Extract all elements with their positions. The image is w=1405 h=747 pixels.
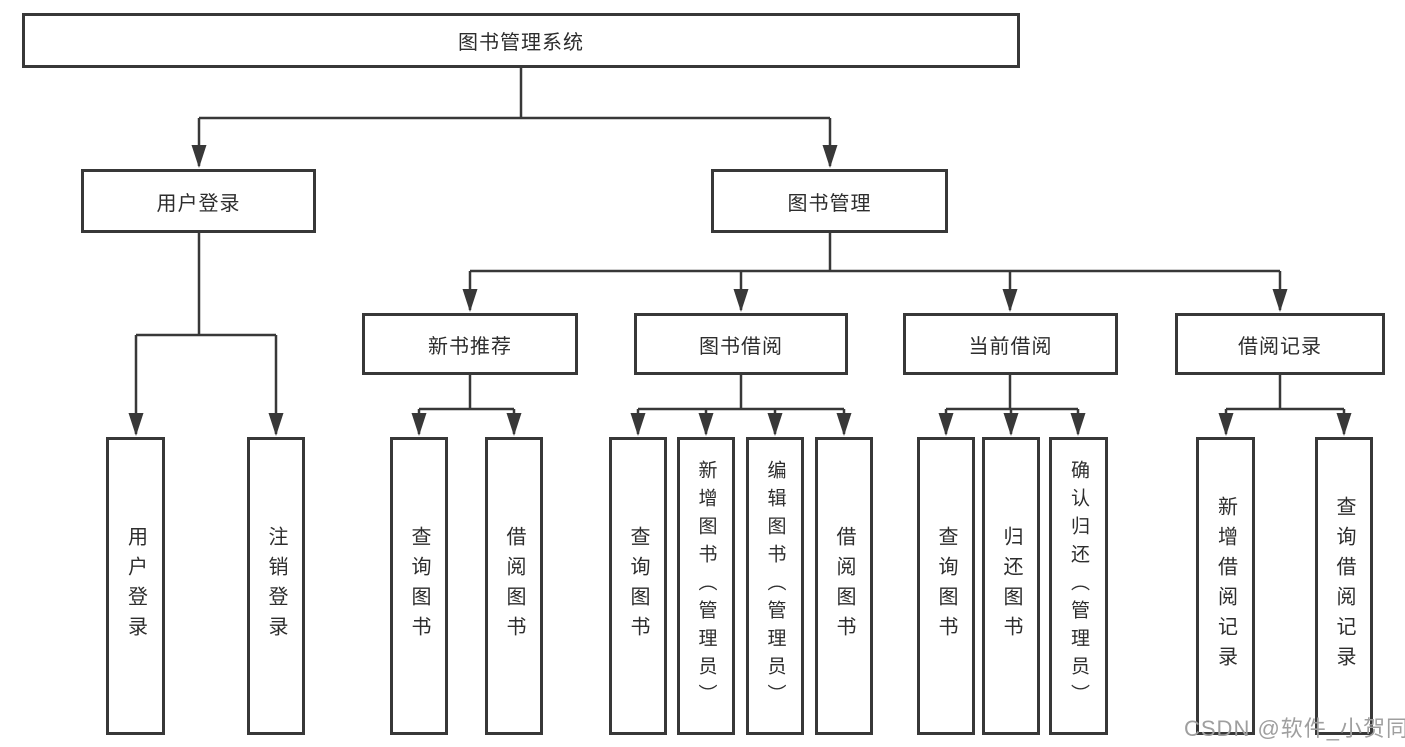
leaf-newbook-borrow-books: 借阅图书 — [485, 437, 543, 735]
leaf-records-query-record-label: 查询借阅记录 — [1333, 496, 1355, 676]
node-user-login: 用户登录 — [81, 169, 316, 233]
node-book-management: 图书管理 — [711, 169, 948, 233]
leaf-user-login: 用户登录 — [106, 437, 165, 735]
node-library-system-label: 图书管理系统 — [458, 32, 584, 54]
leaf-records-add-record: 新增借阅记录 — [1196, 437, 1255, 735]
leaf-newbook-borrow-books-label: 借阅图书 — [503, 526, 525, 646]
connector-root-to-level2 — [191, 68, 838, 168]
leaf-current-confirm-return-admin-label: 确认归还（管理员） — [1068, 460, 1089, 712]
leaf-newbook-query-books-label: 查询图书 — [408, 526, 430, 646]
connector-borrow-to-leaves — [630, 375, 852, 436]
connector-current-to-leaves — [938, 375, 1086, 436]
leaf-newbook-query-books: 查询图书 — [390, 437, 448, 735]
leaf-borrow-borrow-books: 借阅图书 — [815, 437, 873, 735]
leaf-current-query-books-label: 查询图书 — [935, 526, 957, 646]
node-book-management-label: 图书管理 — [787, 192, 872, 215]
node-book-borrow-label: 图书借阅 — [699, 335, 783, 358]
node-current-borrow-label: 当前借阅 — [968, 335, 1053, 358]
leaf-borrow-query-books: 查询图书 — [609, 437, 667, 735]
leaf-current-query-books: 查询图书 — [917, 437, 975, 735]
leaf-records-add-record-label: 新增借阅记录 — [1214, 496, 1237, 676]
connector-records-to-leaves — [1218, 375, 1352, 436]
leaf-current-return-books: 归还图书 — [982, 437, 1040, 735]
node-borrow-records: 借阅记录 — [1175, 313, 1385, 375]
leaf-borrow-edit-books-admin: 编辑图书（管理员） — [746, 437, 804, 735]
connector-newbook-to-leaves — [411, 375, 522, 436]
leaf-current-confirm-return-admin: 确认归还（管理员） — [1049, 437, 1108, 735]
leaf-user-login-label: 用户登录 — [124, 526, 147, 646]
leaf-logout: 注销登录 — [247, 437, 305, 735]
leaf-borrow-add-books-admin: 新增图书（管理员） — [677, 437, 735, 735]
node-current-borrow: 当前借阅 — [903, 313, 1118, 375]
node-book-borrow: 图书借阅 — [634, 313, 848, 375]
leaf-borrow-query-books-label: 查询图书 — [627, 526, 649, 646]
leaf-logout-label: 注销登录 — [265, 526, 287, 646]
leaf-records-query-record: 查询借阅记录 — [1315, 437, 1373, 735]
leaf-borrow-add-books-admin-label: 新增图书（管理员） — [695, 460, 717, 712]
connector-login-to-leaves — [128, 233, 284, 436]
node-new-book-recommend: 新书推荐 — [362, 313, 578, 375]
leaf-current-return-books-label: 归还图书 — [1000, 526, 1022, 646]
node-library-system: 图书管理系统 — [22, 13, 1020, 68]
node-new-book-recommend-label: 新书推荐 — [428, 335, 512, 358]
node-borrow-records-label: 借阅记录 — [1238, 335, 1322, 358]
leaf-borrow-borrow-books-label: 借阅图书 — [833, 526, 855, 646]
csdn-watermark: CSDN @软件_小贺同学 — [1184, 716, 1405, 741]
connector-mgmt-to-level3 — [462, 233, 1288, 312]
leaf-borrow-edit-books-admin-label: 编辑图书（管理员） — [764, 460, 786, 712]
node-user-login-label: 用户登录 — [156, 192, 241, 215]
